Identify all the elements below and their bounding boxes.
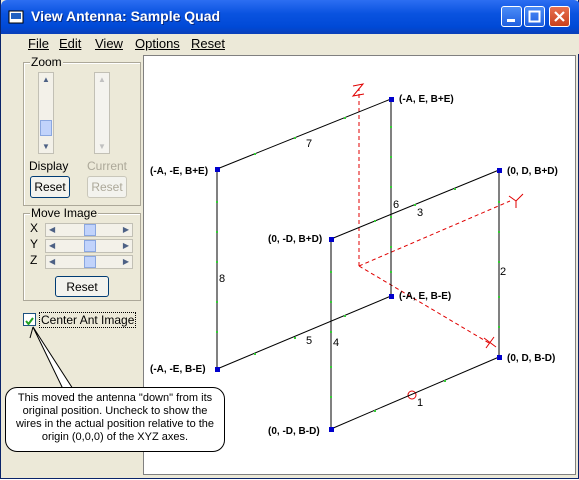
move-z-label: Z (30, 253, 38, 267)
minimize-button[interactable] (501, 6, 522, 27)
menu-edit[interactable]: Edit (59, 36, 82, 51)
scroll-left-icon[interactable]: ◀ (49, 225, 56, 234)
vertex-a-me-bpe (215, 167, 220, 172)
move-y-scrollbar[interactable]: ◀ ▶ (45, 239, 133, 253)
move-z-thumb[interactable] (84, 256, 96, 268)
scroll-right-icon[interactable]: ▶ (122, 241, 129, 250)
maximize-icon (528, 10, 541, 23)
wire-label-2: 2 (500, 266, 506, 278)
close-icon (554, 11, 565, 22)
move-x-thumb[interactable] (84, 224, 96, 236)
move-y-thumb[interactable] (84, 240, 96, 252)
app-icon (8, 10, 24, 24)
scroll-up-icon[interactable]: ▲ (42, 75, 50, 84)
menu-view[interactable]: View (95, 36, 123, 51)
wire-5 (216, 295, 392, 370)
menu-options[interactable]: Options (135, 36, 180, 51)
minimize-icon (507, 19, 515, 22)
vertex-0-md-bpd (329, 237, 334, 242)
vertex-label-0-md-bpd: (0, -D, B+D) (268, 234, 322, 245)
move-y-label: Y (30, 237, 39, 251)
vertices-group (215, 97, 502, 432)
vertex-0-md-bmd (329, 427, 334, 432)
title-bar: View Antenna: Sample Quad (1, 0, 579, 34)
scroll-right-icon[interactable]: ▶ (122, 225, 129, 234)
wire-label-8: 8 (219, 273, 225, 285)
vertex-label-a-e-bme: (-A, E, B-E) (399, 291, 451, 302)
axes-group (358, 88, 511, 344)
vertex-label-a-e-bpe: (-A, E, B+E) (399, 94, 454, 105)
zoom-display-scrollbar[interactable]: ▲ ▼ (38, 72, 54, 154)
menu-reset[interactable]: Reset (191, 36, 225, 51)
move-z-scrollbar[interactable]: ◀ ▶ (45, 255, 133, 269)
axis-labels (351, 83, 524, 349)
wire-7 (216, 98, 392, 170)
window-title: View Antenna: Sample Quad (31, 8, 221, 24)
vertex-0-d-bpd (497, 168, 502, 173)
x-axis-letter (483, 336, 497, 349)
maximize-button[interactable] (524, 6, 545, 27)
move-image-group-label: Move Image (30, 206, 99, 220)
vertex-label-0-d-bmd: (0, D, B-D) (507, 353, 555, 364)
center-ant-image-label[interactable]: Center Ant Image (39, 312, 137, 328)
scroll-down-icon: ▼ (98, 142, 106, 151)
zoom-current-reset-button: Reset (87, 176, 127, 198)
vertex-a-e-bme (389, 294, 394, 299)
feed-point-marker (407, 390, 417, 400)
zoom-display-label: Display (29, 159, 69, 173)
segment-markers (216, 117, 500, 412)
wire-label-4: 4 (333, 337, 339, 349)
zoom-current-label: Current (87, 159, 128, 173)
zoom-current-scrollbar: ▲ ▼ (94, 72, 110, 154)
vertex-label-a-me-bpe: (-A, -E, B+E) (150, 166, 208, 177)
wire-label-6: 6 (393, 199, 399, 211)
center-ant-image-checkbox[interactable] (23, 313, 36, 326)
y-axis-line (358, 200, 511, 267)
wire-1 (330, 356, 500, 430)
menu-bar: File Edit View Options Reset (1, 34, 579, 54)
scroll-left-icon[interactable]: ◀ (49, 241, 56, 250)
zoom-group-label: Zoom (30, 55, 63, 69)
vertex-a-me-bme (215, 367, 220, 372)
x-axis-line (358, 265, 490, 344)
y-axis-letter (508, 193, 524, 208)
wires-group (216, 98, 500, 430)
scroll-left-icon[interactable]: ◀ (49, 257, 56, 266)
callout-text: This moved the antenna "down" from its o… (15, 392, 215, 443)
vertex-label-0-d-bpd: (0, D, B+D) (507, 166, 558, 177)
move-image-group: Move Image (23, 206, 141, 301)
callout-tooltip: This moved the antenna "down" from its o… (5, 387, 225, 452)
move-reset-button[interactable]: Reset (55, 276, 109, 297)
wire-label-3: 3 (417, 207, 423, 219)
close-button[interactable] (549, 6, 570, 27)
wire-label-1: 1 (417, 397, 423, 409)
wire-number-labels: 1 2 3 4 5 6 7 8 (219, 138, 506, 409)
wire-label-5: 5 (306, 335, 312, 347)
move-x-label: X (30, 221, 39, 235)
menu-file[interactable]: File (28, 36, 49, 51)
callout-pointer (29, 326, 74, 390)
vertex-0-d-bmd (497, 355, 502, 360)
move-x-scrollbar[interactable]: ◀ ▶ (45, 223, 133, 237)
scroll-right-icon[interactable]: ▶ (122, 257, 129, 266)
vertex-label-0-md-bmd: (0, -D, B-D) (268, 426, 320, 437)
zoom-display-thumb[interactable] (40, 120, 52, 136)
z-axis-letter (351, 83, 365, 97)
vertex-a-e-bpe (389, 97, 394, 102)
checkmark-icon (25, 317, 34, 326)
scroll-up-icon: ▲ (98, 75, 106, 84)
vertex-label-a-me-bme: (-A, -E, B-E) (150, 364, 206, 375)
scroll-down-icon[interactable]: ▼ (42, 142, 50, 151)
wire-label-7: 7 (306, 138, 312, 150)
zoom-group: Zoom (23, 55, 141, 206)
vertex-labels: (-A, E, B+E) (-A, -E, B+E) (0, D, B+D) (… (150, 94, 558, 437)
antenna-drawing: (-A, E, B+E) (-A, -E, B+E) (0, D, B+D) (… (150, 83, 558, 437)
zoom-reset-button[interactable]: Reset (30, 176, 70, 198)
